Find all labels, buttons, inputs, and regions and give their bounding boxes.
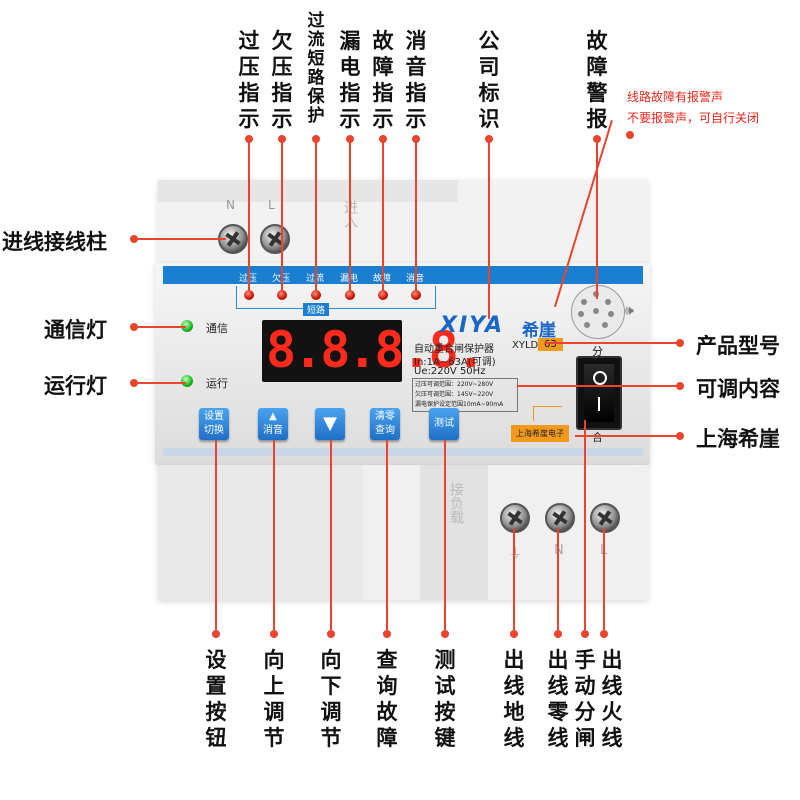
display-value: 8.8.8.8. [266, 321, 486, 379]
label-run-light: 运行灯 [44, 374, 107, 398]
label-overcurrent-short: 过流短路保护 [307, 11, 325, 126]
label-manual-switch: 手动分闸 [574, 648, 596, 750]
led-leakage [345, 290, 355, 300]
switch-open-label: 分 [592, 345, 603, 358]
logo-cn: 希崖 [522, 321, 556, 341]
voltage-rating: Ue:220V 50Hz [414, 366, 486, 377]
output-screw-ground[interactable] [500, 503, 530, 533]
model-prefix: XYLD [512, 340, 539, 351]
label-company-logo: 公司标识 [478, 29, 500, 131]
spec-line-3: 漏电保护设定范围10mA~90mA [415, 401, 504, 408]
terminal-l-label: L [268, 198, 275, 212]
clear-button-line1: 清零 [375, 411, 395, 422]
led-undervoltage [277, 290, 287, 300]
run-led [181, 375, 193, 387]
set-switch-button[interactable]: 设置 切换 [199, 408, 229, 440]
label-adjustable-content: 可调内容 [696, 377, 780, 401]
label-query-fault: 查询故障 [376, 648, 398, 750]
comm-led [181, 320, 193, 332]
led-mute [411, 290, 421, 300]
led-overcurrent [311, 290, 321, 300]
short-circuit-bracket [236, 286, 436, 309]
spec-line-2: 欠压可调范围：145V~220V [415, 391, 494, 398]
short-circuit-label: 短路 [303, 303, 330, 316]
brand-tag: 上海希崖电子 [511, 425, 569, 442]
down-arrow-icon: ▼ [323, 413, 337, 434]
alarm-note-line1: 线路故障有报警声 [627, 90, 724, 104]
switch-rocker[interactable] [584, 364, 614, 422]
logo-text: XIYA [440, 313, 504, 338]
up-mute-button[interactable]: ▲ 消音 [258, 408, 288, 440]
output-screw-neutral[interactable] [545, 503, 575, 533]
label-overvoltage-indicator: 过压指示 [238, 29, 260, 131]
label-out-live: 出线火线 [601, 648, 623, 750]
label-out-ground: 出线地线 [503, 648, 525, 750]
label-leakage-indicator: 漏电指示 [339, 29, 361, 131]
seven-segment-display [262, 320, 402, 382]
product-name: 自动重合闸保护器 [414, 344, 494, 355]
spec-box [412, 378, 518, 412]
top-housing-step [158, 180, 458, 202]
run-led-label: 运行 [206, 377, 228, 390]
up-arrow-icon: ▲ [269, 411, 277, 422]
ground-symbol-icon: ⏚ [509, 547, 523, 562]
panel-blue-stripe [163, 266, 643, 284]
down-button[interactable]: ▼ [315, 408, 345, 440]
alarm-note-line2: 不要报警声，可自行关闭 [627, 111, 760, 125]
manual-switch[interactable] [576, 356, 622, 430]
comm-led-label: 通信 [206, 322, 228, 335]
label-undervoltage-indicator: 欠压指示 [271, 29, 293, 131]
brand-tag-bracket [533, 406, 562, 421]
led-fault [378, 290, 388, 300]
switch-close-label: 合 [592, 431, 603, 444]
clear-button-line2: 查询 [375, 425, 395, 436]
set-button-line2: 切换 [204, 425, 224, 436]
current-range: In:1A~63A(可调) [414, 357, 496, 368]
label-up-adjust: 向上调节 [263, 648, 285, 750]
test-button[interactable]: 测试 [429, 408, 459, 440]
label-incoming-terminal: 进线接线柱 [2, 230, 107, 254]
output-screw-live[interactable] [590, 503, 620, 533]
bottom-housing-mid [420, 465, 488, 600]
input-screw-l[interactable] [260, 224, 290, 254]
spec-line-1: 过压可调范围：220V~280V [415, 381, 494, 388]
label-product-model: 产品型号 [696, 334, 780, 358]
model-number: 63 [538, 338, 563, 351]
clear-query-button[interactable]: 清零 查询 [370, 408, 400, 440]
bottom-housing-left [158, 465, 363, 600]
label-fault-indicator: 故障指示 [372, 29, 394, 131]
label-mute-indicator: 消音指示 [405, 29, 427, 131]
led-overvoltage [244, 290, 254, 300]
load-text: 接负载 [448, 482, 464, 524]
label-comm-light: 通信灯 [44, 318, 107, 342]
label-set-button: 设置按钮 [205, 648, 227, 750]
terminal-n-label: N [226, 198, 235, 212]
speaker-icon: 🕪 [625, 303, 634, 319]
label-fault-alarm: 故障警报 [586, 29, 608, 131]
label-test-key: 测试按键 [434, 648, 456, 750]
label-down-adjust: 向下调节 [320, 648, 342, 750]
label-out-neutral: 出线零线 [547, 648, 569, 750]
test-button-label: 测试 [434, 418, 454, 429]
set-button-line1: 设置 [204, 411, 224, 422]
label-brand: 上海希崖 [696, 427, 780, 451]
mute-button-label: 消音 [263, 425, 283, 436]
panel-lower-stripe [163, 448, 643, 456]
